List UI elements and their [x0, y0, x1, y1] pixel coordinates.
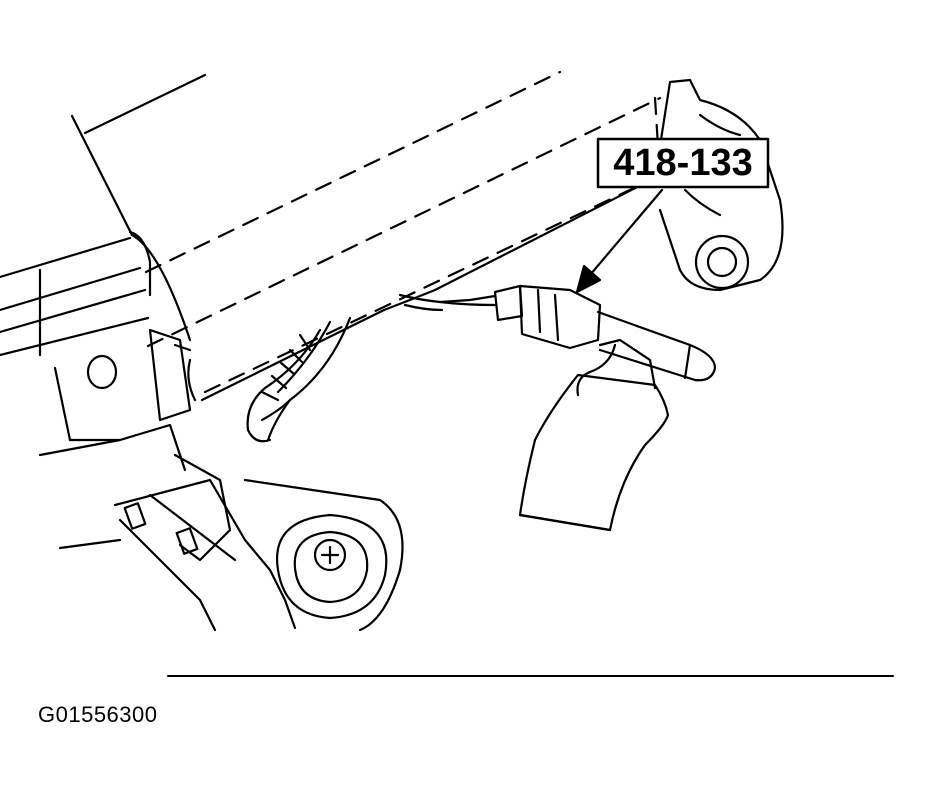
- left-bracket-assembly: [0, 236, 297, 632]
- callout-box: 418-133: [596, 137, 770, 189]
- callout-leader-arrow: [575, 188, 664, 294]
- figure-id-label: G01556300: [38, 702, 158, 727]
- upper-right-bracket: [658, 78, 784, 292]
- wiring-harness: [246, 316, 352, 443]
- sensor-connector: [398, 284, 602, 350]
- tool-number-label: 418-133: [613, 142, 752, 184]
- special-tool: [518, 310, 717, 532]
- module-housing: [70, 73, 692, 402]
- lower-mounting-bolt: [243, 478, 404, 632]
